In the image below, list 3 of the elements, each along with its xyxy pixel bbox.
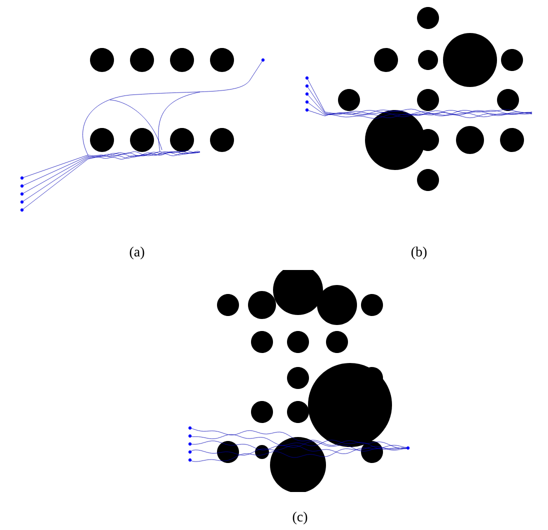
panel-label: (a) — [130, 246, 144, 260]
panel-label: (c) — [292, 512, 308, 524]
panel-label: (b) — [411, 246, 427, 260]
